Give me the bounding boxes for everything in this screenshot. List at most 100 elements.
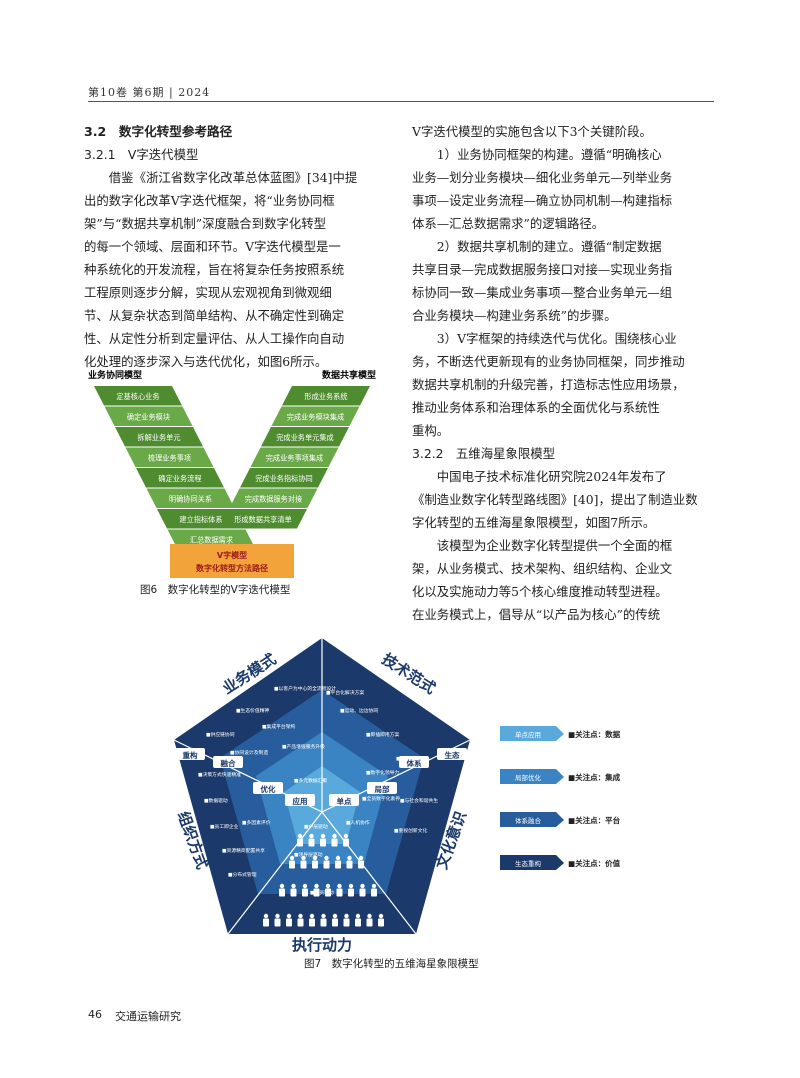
person-icon xyxy=(279,883,285,897)
fig7-item: ■多因素评价 xyxy=(242,819,271,826)
right_column-line: 标协同一致—集成业务事项—整合业务单元—组 xyxy=(412,285,673,300)
fig6-right-band xyxy=(229,488,318,508)
right_column-line: 重构。 xyxy=(412,423,450,438)
person-icon xyxy=(320,913,327,927)
fig7-ring-label: 局部 xyxy=(367,782,397,794)
fig6-right-step: 完成业务单元集成 xyxy=(261,427,349,447)
person-icon xyxy=(309,913,315,927)
fig7-item: ■数字孪生体 xyxy=(396,755,425,762)
svg-text:■关注点：平台: ■关注点：平台 xyxy=(568,815,621,825)
right_column-line: 架，从业务模式、技术架构、组织结构、企业文 xyxy=(412,561,673,576)
svg-text:生态: 生态 xyxy=(445,750,460,760)
right-column: V字迭代模型的实施包含以下3个关键阶段。1）业务协同框架的构建。遵循“明确核心业… xyxy=(412,120,710,626)
person-icon xyxy=(371,883,377,897)
person-icon xyxy=(331,833,338,847)
person-icon xyxy=(286,913,292,927)
fig7-people-icons xyxy=(263,833,384,927)
person-icon xyxy=(355,913,361,927)
right_column-line: 字化转型的五维海星象限模型，如图7所示。 xyxy=(412,515,656,530)
right_column-line: 中国电子技术标准化研究院2024年发布了 xyxy=(436,469,667,484)
figure7-caption: 图7 数字化转型的五维海星象限模型 xyxy=(304,958,479,970)
fig7-item: ■集成平台架构 xyxy=(262,723,296,730)
fig7-item: ■多元数据汇聚 xyxy=(294,777,328,784)
fig6-right-band xyxy=(250,447,339,467)
svg-text:局部: 局部 xyxy=(374,784,390,794)
right_column-line: 体系—汇总数据需求”的逻辑路径。 xyxy=(412,216,605,231)
svg-text:优化: 优化 xyxy=(261,784,276,794)
person-icon xyxy=(312,855,318,869)
left_column-line: 性、从定性分析到定量评估、从人工操作向自动 xyxy=(84,331,345,346)
left_column-line: 借鉴《浙江省数字化改革总体蓝图》[34]中提 xyxy=(108,170,358,185)
left_column-line: 出的数字化改革V字迭代框架，将“业务协同框 xyxy=(84,193,335,208)
fig6-left-label: 汇总数据需求 xyxy=(190,536,233,545)
fig6-left-label: 确定业务流程 xyxy=(158,474,201,483)
page-number: 46 xyxy=(88,1008,102,1021)
fig7-ring-label: 体系 xyxy=(399,756,429,768)
fig7-item: ■协同设计及制造 xyxy=(230,749,268,756)
right_column-line: 《制造业数字化转型路线图》[40]，提出了制造业数 xyxy=(412,492,698,507)
right_column-line: 2）数据共享机制的建立。遵循“制定数据 xyxy=(436,239,662,254)
fig7-item: ■决策方式快速精准 xyxy=(198,771,241,778)
fig7-item: ■即插即用方案 xyxy=(366,731,400,738)
fig6-right-label: 形成业务系统 xyxy=(304,392,347,401)
figure7-starfish-model: 业务模式技术范式文化意识执行动力组织方式 重构融合优化应用单点局部体系生态 ■以… xyxy=(173,638,621,952)
fig6-right-band xyxy=(219,509,307,529)
person-icon xyxy=(332,913,338,927)
left-column: 3.2 数字化转型参考路径 3.2.1 V字迭代模型 借鉴《浙江省数字化改革总体… xyxy=(84,120,382,373)
fig7-ring-labels: 重构融合优化应用单点局部体系生态 xyxy=(175,748,467,806)
fig6-left-arm: 定基核心业务确定业务模块拆解业务单元梳理业务事项确定业务流程明确协同关系建立指标… xyxy=(94,386,256,549)
fig7-dimension: 执行动力 xyxy=(292,936,352,952)
svg-text:应用: 应用 xyxy=(293,796,308,806)
right_column-line: 3.2.2 五维海星象限模型 xyxy=(412,446,556,461)
fig6-left-band xyxy=(104,406,193,426)
svg-text:单点: 单点 xyxy=(337,796,352,806)
person-icon xyxy=(313,883,320,897)
fig6-left-step: 确定业务模块 xyxy=(104,406,193,426)
left_column-line: 架”与“数据共享机制”深度融合到数字化转型 xyxy=(84,216,327,231)
fig7-item: ■全员数字化素养 xyxy=(362,795,400,802)
right_column-line: 推动业务体系和治理体系的全面优化与系统性 xyxy=(412,400,660,415)
fig7-item: ■生态价值精神 xyxy=(236,707,270,714)
person-icon xyxy=(289,855,295,869)
fig6-right-band xyxy=(271,406,360,426)
left_column-line: 种系统化的开发流程，旨在将复杂任务按照系统 xyxy=(84,262,345,277)
journal-name: 交通运输研究 xyxy=(115,1010,181,1023)
header-rule xyxy=(88,101,714,102)
person-icon xyxy=(343,913,350,927)
svg-text:融合: 融合 xyxy=(221,758,236,768)
fig6-right-label: 完成业务模块集成 xyxy=(287,413,345,422)
fig6-right-label: 完成业务指标协同 xyxy=(255,474,313,483)
fig7-legend: 单点应用■关注点：数据局部优化■关注点：集成体系融合■关注点：平台生态重构■关注… xyxy=(500,726,621,870)
fig6-right-arm: 形成业务系统完成业务模块集成完成业务单元集成完成业务事项集成完成业务指标协同完成… xyxy=(219,386,370,529)
fig7-ring-label: 生态 xyxy=(437,748,467,760)
person-icon xyxy=(297,913,304,927)
fig6-right-band xyxy=(261,427,349,447)
fig6-left-band xyxy=(115,427,203,447)
fig7-item: ■运动、边边协同 xyxy=(340,707,378,714)
fig7-ring-label: 融合 xyxy=(213,756,243,768)
fig6-base-box xyxy=(170,544,294,578)
fig7-legend-item: 生态重构■关注点：价值 xyxy=(500,855,621,870)
fig7-legend-item: 体系融合■关注点：平台 xyxy=(500,812,621,827)
left_column-line: 工程原则逐步分解，实现从宏观视角到微观细 xyxy=(84,285,332,300)
fig7-item: ■产品增强服务升级 xyxy=(282,743,325,750)
svg-text:局部优化: 局部优化 xyxy=(515,773,542,782)
right_column-line: 数据共享机制的升级完善，打造标志性应用场景， xyxy=(412,377,685,392)
person-icon xyxy=(274,913,281,927)
fig7-item: ■与社会和谐共生 xyxy=(400,797,438,804)
fig7-item: ■数字化领导力 xyxy=(366,769,400,776)
fig6-right-step: 完成业务指标协同 xyxy=(240,468,328,488)
person-icon xyxy=(297,833,303,847)
fig7-item: ■领导层驱动 xyxy=(294,851,323,858)
fig6-right-step: 形成业务系统 xyxy=(282,386,370,406)
section-title: 3.2 数字化转型参考路径 xyxy=(84,124,233,139)
subsection-title: 3.2.1 V字迭代模型 xyxy=(84,147,199,162)
fig6-left-label: 明确协同关系 xyxy=(169,495,212,504)
right_column-line: 务，不断迭代更新现有的业务协同框架，同步推动 xyxy=(412,354,685,369)
fig6-right-step: 完成业务事项集成 xyxy=(250,447,339,467)
person-icon xyxy=(358,855,364,869)
person-icon xyxy=(320,833,326,847)
fig6-right-label: 形成数据共享清单 xyxy=(234,515,292,524)
fig7-item: ■以客户为中心的全流程设计 xyxy=(274,685,336,692)
right_column-line: 合业务模块—构建业务系统”的步骤。 xyxy=(412,308,617,323)
